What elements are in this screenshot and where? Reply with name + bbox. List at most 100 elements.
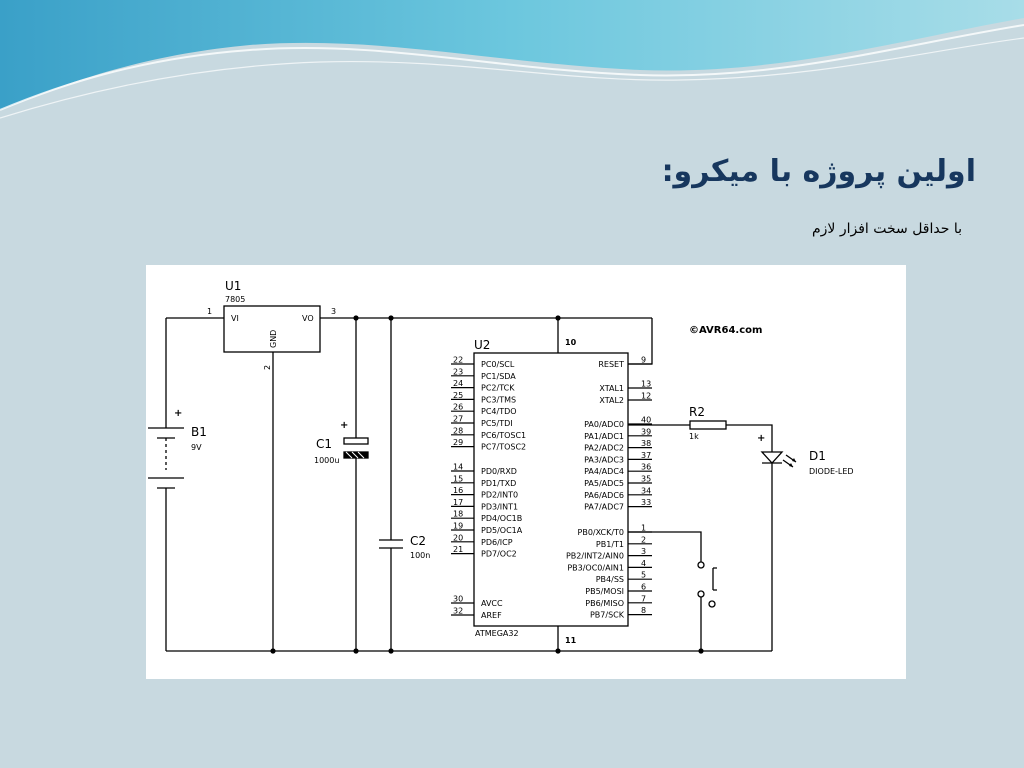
mcu-right-pin-name: XTAL2	[599, 396, 624, 405]
battery-polarity: +	[174, 408, 182, 419]
mcu-right-pin-name: PA1/ADC1	[584, 432, 624, 441]
mcu-left-pin-number: 17	[453, 498, 463, 507]
mcu-right-pin-number: 3	[641, 547, 646, 556]
mcu-left-pin-name: AVCC	[481, 599, 503, 608]
mcu-right-pin-number: 4	[641, 559, 646, 568]
mcu-right-pin-name: PA0/ADC0	[584, 420, 624, 429]
mcu-left-pin-number: 24	[453, 379, 463, 388]
mcu-left-pin-name: PD7/OC2	[481, 550, 517, 559]
regulator-value: 7805	[225, 295, 245, 304]
mcu-left-pin-name: PC3/TMS	[481, 395, 516, 404]
regulator-pin-vi: VI	[231, 314, 239, 323]
mcu-right-pin-name: PB3/OC0/AIN1	[567, 563, 624, 572]
mcu-left-pin-name: PD4/OC1B	[481, 514, 522, 523]
copyright-label: ©AVR64.com	[689, 325, 762, 336]
c2-ref: C2	[410, 534, 426, 548]
mcu-left-pin-name: AREF	[481, 611, 502, 620]
mcu-left-pin-number: 27	[453, 415, 463, 424]
mcu-left-pin-number: 15	[453, 474, 463, 483]
mcu-right-pin-name: PB5/MOSI	[585, 587, 624, 596]
mcu-right-pin-number: 12	[641, 392, 651, 401]
mcu-right-pin-number: 38	[641, 439, 651, 448]
mcu-right-pin-number: 34	[641, 486, 651, 495]
mcu-left-pin-name: PD2/INT0	[481, 491, 518, 500]
mcu-left-pin-name: PC4/TDO	[481, 407, 517, 416]
mcu-ref: U2	[474, 338, 490, 352]
circuit-schematic: U1 7805 VI VO GND 1 3 2 + B1 9V + C1 100…	[146, 265, 906, 679]
mcu-left-pin-name: PC6/TOSC1	[481, 431, 526, 440]
mcu-left-pin-name: PC5/TDI	[481, 419, 513, 428]
resistor-value: 1k	[689, 432, 699, 441]
mcu-right-pin-number: 36	[641, 463, 651, 472]
regulator-pin1-num: 1	[207, 307, 212, 316]
mcu-left-pin-name: PC1/SDA	[481, 372, 516, 381]
mcu-left-pin-name: PC7/TOSC2	[481, 443, 526, 452]
mcu-right-pin-name: PB4/SS	[596, 575, 624, 584]
mcu-right-pin-name: PB6/MISO	[585, 599, 624, 608]
mcu-right-pin-name: PB7/SCK	[590, 611, 625, 620]
mcu-left-pin-name: PD0/RXD	[481, 467, 517, 476]
mcu-right-pin-name: PB0/XCK/T0	[578, 528, 625, 537]
mcu-right-pin-name: PA6/ADC6	[584, 491, 624, 500]
mcu-body	[473, 352, 629, 627]
mcu-left-pin-number: 30	[453, 595, 463, 604]
mcu-right-pin-name: PA5/ADC5	[584, 479, 624, 488]
mcu-right-pin-number: 5	[641, 571, 646, 580]
slide-subtitle: با حداقل سخت افزار لازم	[811, 221, 962, 237]
header-wave-decoration	[0, 0, 1024, 119]
mcu-left-pin-number: 29	[453, 438, 463, 447]
regulator-pin-gnd: GND	[269, 330, 278, 348]
mcu-part: ATMEGA32	[475, 629, 519, 638]
mcu-right-pin-name: PA2/ADC2	[584, 444, 624, 453]
mcu-vcc-pin: 10	[565, 338, 577, 347]
mcu-right-pin-name: PA3/ADC3	[584, 455, 624, 464]
mcu-left-pin-number: 19	[453, 522, 463, 531]
mcu-right-pin-number: 7	[641, 594, 646, 603]
mcu-right-pin-name: PB1/T1	[596, 540, 624, 549]
c1-ref: C1	[316, 437, 332, 451]
mcu-left-pin-name: PD1/TXD	[481, 479, 516, 488]
c2-value: 100n	[410, 551, 430, 560]
mcu-left-pin-name: PC0/SCL	[481, 360, 515, 369]
c1-value: 1000u	[314, 456, 339, 465]
led-value: DIODE-LED	[809, 467, 854, 476]
regulator-body	[223, 305, 321, 353]
mcu-left-pin-name: PD3/INT1	[481, 502, 518, 511]
regulator-pin2-num: 2	[263, 365, 272, 370]
battery-value: 9V	[191, 443, 202, 452]
mcu-right-pin-name: PB2/INT2/AIN0	[566, 552, 624, 561]
mcu-right-pin-number: 40	[641, 416, 651, 425]
mcu-left-pin-number: 16	[453, 486, 463, 495]
mcu-left-pin-name: PC2/TCK	[481, 384, 515, 393]
mcu-left-pin-name: PD6/ICP	[481, 538, 513, 547]
mcu-right-pin-number: 8	[641, 606, 646, 615]
mcu-left-pin-number: 21	[453, 545, 463, 554]
regulator-pin3-num: 3	[331, 307, 336, 316]
mcu-left-pin-number: 28	[453, 426, 463, 435]
mcu-gnd-pin: 11	[565, 636, 577, 645]
mcu-right-pin-name: RESET	[598, 360, 624, 369]
mcu-left-pin-number: 20	[453, 533, 463, 542]
mcu-right-pin-name: XTAL1	[599, 384, 624, 393]
mcu-right-pin-name: PA7/ADC7	[584, 503, 624, 512]
led-polarity: +	[757, 433, 765, 444]
mcu-right-pin-number: 9	[641, 356, 646, 365]
mcu-left-pin-number: 32	[453, 607, 463, 616]
mcu-right-pin-number: 6	[641, 583, 646, 592]
mcu-right-pin-number: 33	[641, 498, 651, 507]
slide-title: اولین پروژه با میکرو:	[661, 154, 976, 189]
regulator-pin-vo: VO	[302, 314, 314, 323]
mcu-left-pin-number: 25	[453, 391, 463, 400]
led-ref: D1	[809, 449, 826, 463]
mcu-right-pin-number: 35	[641, 475, 651, 484]
battery-ref: B1	[191, 425, 207, 439]
mcu-right-pin-number: 13	[641, 380, 651, 389]
mcu-left-pin-number: 18	[453, 510, 463, 519]
resistor-ref: R2	[689, 405, 705, 419]
mcu-right-pin-name: PA4/ADC4	[584, 467, 624, 476]
mcu-left-pin-number: 26	[453, 403, 463, 412]
mcu-right-pin-number: 1	[641, 524, 646, 533]
mcu-left-pin-number: 14	[453, 463, 463, 472]
c1-polarity: +	[340, 420, 348, 431]
mcu-left-pin-number: 23	[453, 367, 463, 376]
